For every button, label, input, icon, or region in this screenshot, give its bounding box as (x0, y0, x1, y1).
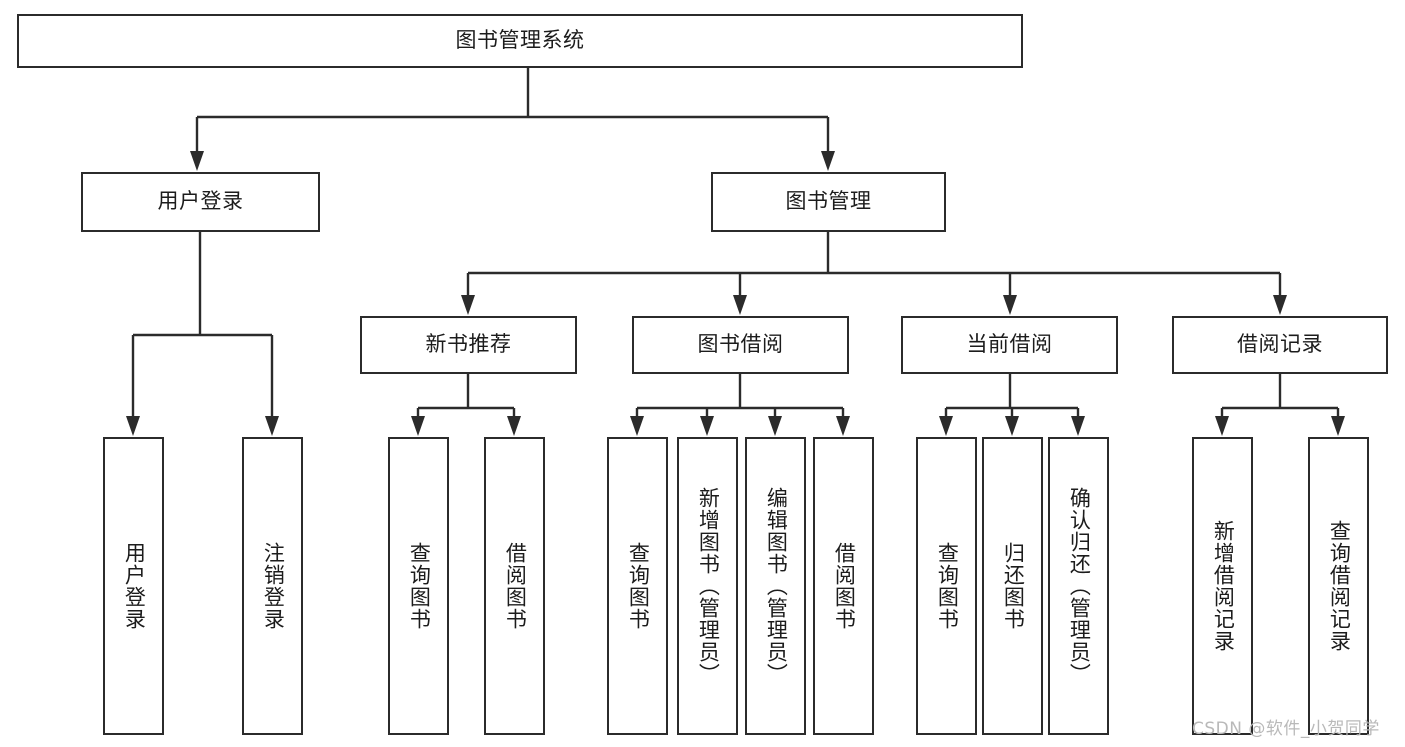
node-label: 查询图书 (626, 542, 651, 630)
node-root-system[interactable]: 图书管理系统 (17, 14, 1023, 68)
node-leaf-borrow-book-1[interactable]: 借阅图书 (484, 437, 545, 735)
node-label: 借阅图书 (503, 542, 528, 630)
node-leaf-query-book-2[interactable]: 查询图书 (607, 437, 668, 735)
node-label: 新书推荐 (425, 332, 512, 357)
node-book-manage[interactable]: 图书管理 (711, 172, 946, 232)
node-label: 借阅图书 (832, 542, 857, 630)
node-label: 用户登录 (122, 542, 147, 630)
node-label: 新增借阅记录 (1211, 520, 1236, 652)
node-label: 图书管理 (785, 189, 872, 214)
node-label: 图书借阅 (697, 332, 784, 357)
node-new-book-rec[interactable]: 新书推荐 (360, 316, 577, 374)
node-label: 借阅记录 (1237, 332, 1323, 357)
node-label: 图书管理系统 (455, 28, 585, 53)
node-label: 查询借阅记录 (1327, 520, 1352, 652)
csdn-watermark: CSDN @软件_小贺同学 (1192, 719, 1380, 739)
node-book-borrow[interactable]: 图书借阅 (632, 316, 849, 374)
node-label: 查询图书 (407, 542, 432, 630)
node-label: 确认归还（管理员） (1067, 487, 1092, 685)
node-label: 查询图书 (935, 542, 960, 630)
node-user-login[interactable]: 用户登录 (81, 172, 320, 232)
node-leaf-return-book[interactable]: 归还图书 (982, 437, 1043, 735)
node-leaf-edit-book[interactable]: 编辑图书（管理员） (745, 437, 806, 735)
node-label: 用户登录 (157, 189, 244, 214)
node-leaf-user-logout[interactable]: 注销登录 (242, 437, 303, 735)
node-label: 注销登录 (261, 542, 286, 630)
node-leaf-borrow-book-2[interactable]: 借阅图书 (813, 437, 874, 735)
node-leaf-user-login[interactable]: 用户登录 (103, 437, 164, 735)
node-leaf-confirm-return[interactable]: 确认归还（管理员） (1048, 437, 1109, 735)
node-label: 归还图书 (1001, 542, 1026, 630)
node-borrow-record[interactable]: 借阅记录 (1172, 316, 1388, 374)
node-leaf-query-book-3[interactable]: 查询图书 (916, 437, 977, 735)
node-leaf-add-record[interactable]: 新增借阅记录 (1192, 437, 1253, 735)
node-current-borrow[interactable]: 当前借阅 (901, 316, 1118, 374)
node-leaf-add-book[interactable]: 新增图书（管理员） (677, 437, 738, 735)
node-label: 当前借阅 (966, 332, 1053, 357)
node-label: 编辑图书（管理员） (764, 487, 789, 685)
node-leaf-query-book-1[interactable]: 查询图书 (388, 437, 449, 735)
node-leaf-query-record[interactable]: 查询借阅记录 (1308, 437, 1369, 735)
node-label: 新增图书（管理员） (696, 487, 721, 685)
